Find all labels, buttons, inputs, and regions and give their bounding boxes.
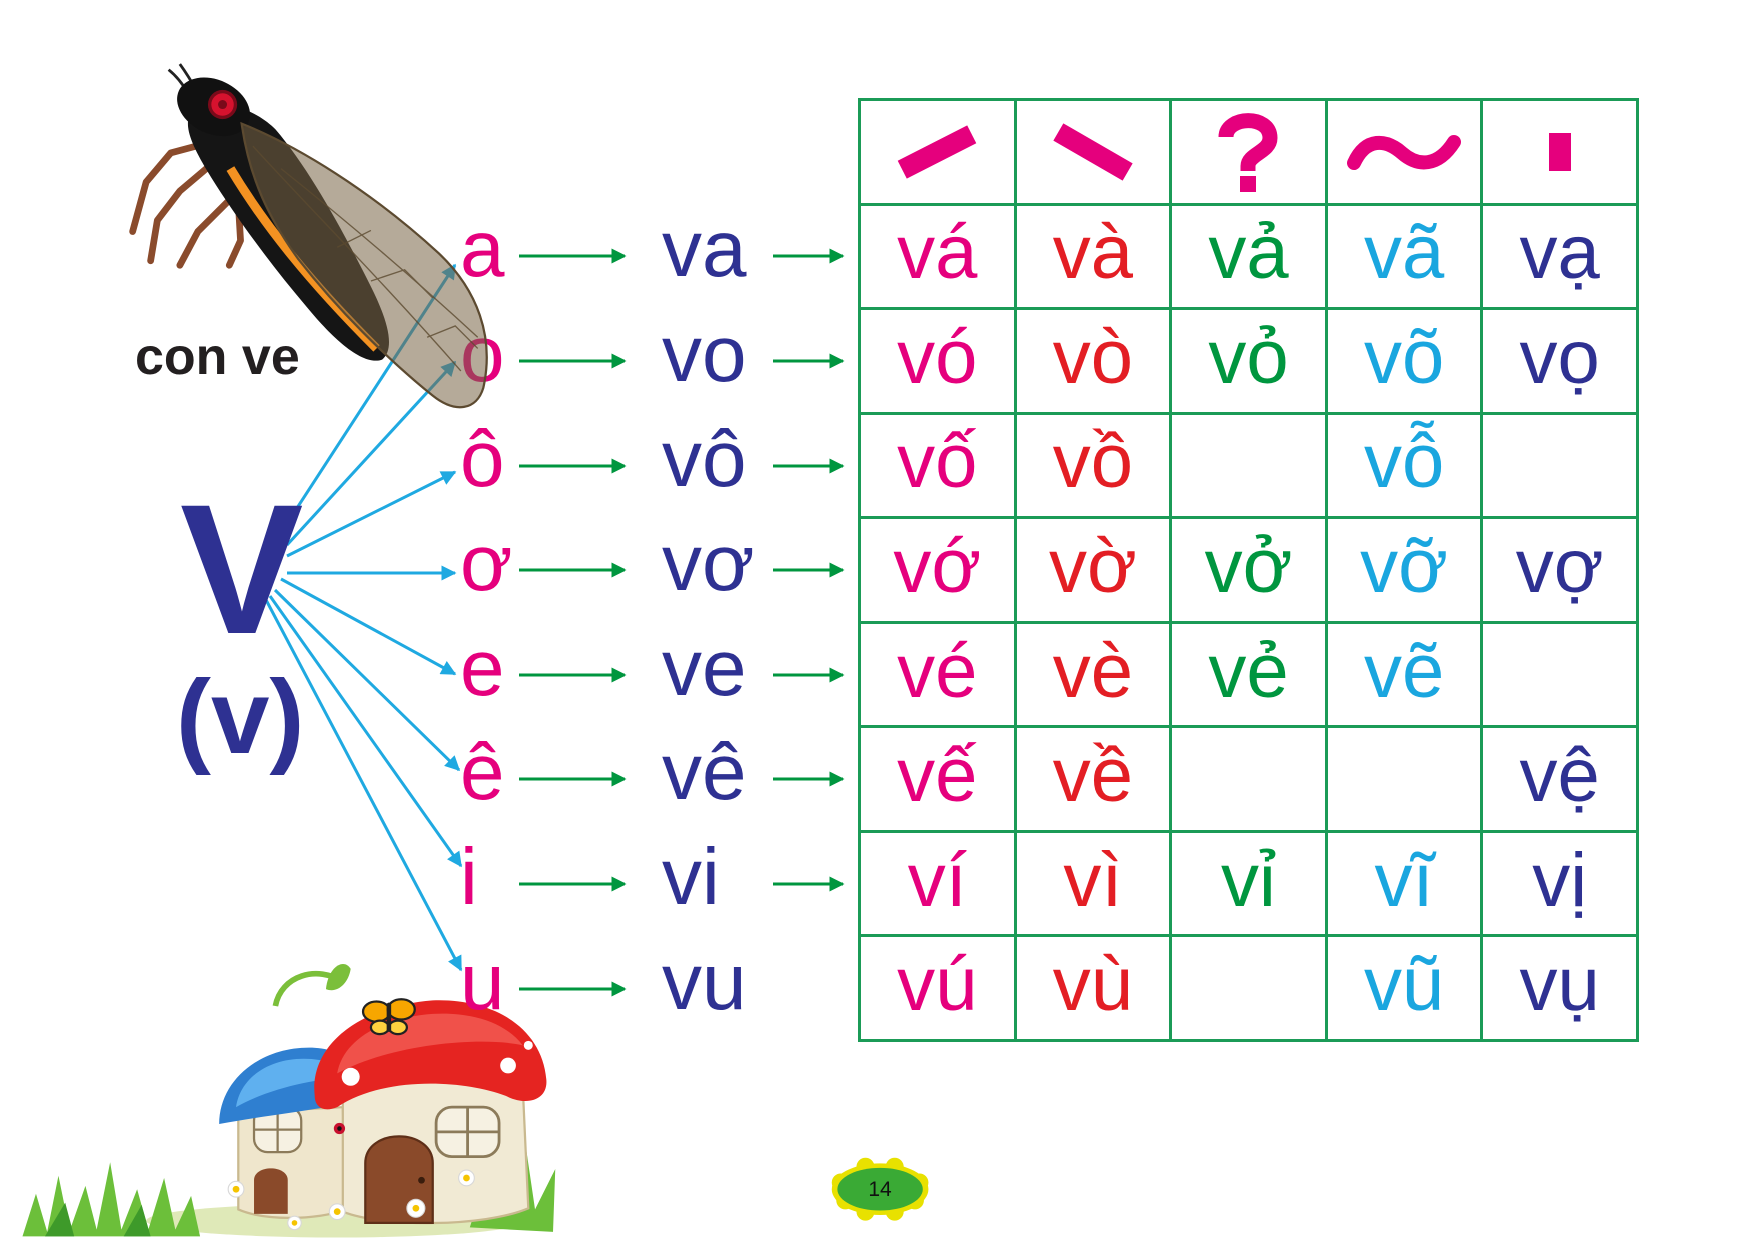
- vowel-letter: i: [460, 832, 478, 921]
- tone-cell: vỡ: [1327, 519, 1481, 621]
- vowel-letter: e: [460, 623, 505, 712]
- blue-arrow-a: [282, 263, 457, 529]
- tone-cell: vồ: [1016, 414, 1170, 517]
- syllable: vơ: [662, 518, 755, 607]
- tone-header-cell: [1172, 101, 1325, 203]
- tone-cell: vớ: [861, 519, 1014, 621]
- syllable: vô: [662, 414, 747, 503]
- tone-cell: vả: [1172, 205, 1325, 308]
- page-number: 14: [868, 1177, 892, 1201]
- tone-cell: ví: [861, 832, 1014, 935]
- tone-header-cell: [1016, 101, 1170, 203]
- tone-cell: vì: [1016, 832, 1170, 935]
- tone-cell: vĩ: [1327, 832, 1481, 935]
- tone-cell: vẽ: [1327, 623, 1481, 726]
- tone-cell: [1483, 623, 1636, 726]
- tone-header-cell: [1327, 101, 1481, 203]
- syllable: ve: [662, 623, 747, 712]
- tone-cell: vé: [861, 623, 1014, 726]
- syllable: vu: [662, 937, 747, 1026]
- tone-cell: vỏ: [1172, 310, 1325, 412]
- tone-header-cell: [861, 101, 1014, 203]
- tone-cell: võ: [1327, 310, 1481, 412]
- tone-table: vá và vả vã vạ vó vò vỏ võ vọ vố vồ vỗ v…: [858, 98, 1639, 1042]
- tone-cell: vú: [861, 937, 1014, 1039]
- tone-cell: vờ: [1016, 519, 1170, 621]
- tone-cell: vá: [861, 205, 1014, 308]
- vowel-letter: o: [460, 309, 505, 398]
- tone-cell: [1172, 728, 1325, 830]
- tone-cell: vở: [1172, 519, 1325, 621]
- tone-huyen-icon: [1053, 123, 1133, 181]
- tone-cell: vợ: [1483, 519, 1636, 621]
- tone-cell: vỗ: [1327, 414, 1481, 517]
- consonant-uppercase: V: [180, 467, 304, 673]
- tone-cell: về: [1016, 728, 1170, 830]
- vowel-letter: ê: [460, 727, 505, 816]
- tone-cell: [1327, 728, 1481, 830]
- tone-cell: vũ: [1327, 937, 1481, 1039]
- vowel-letter: ơ: [460, 518, 513, 607]
- vowel-letter: ô: [460, 414, 505, 503]
- blue-arrow-o: [285, 360, 457, 547]
- tone-sac-icon: [898, 125, 977, 179]
- vowel-letter: a: [460, 204, 505, 293]
- tone-cell: vố: [861, 414, 1014, 517]
- syllable: va: [662, 204, 747, 293]
- butterfly-icon: [361, 998, 416, 1036]
- tone-cell: [1172, 937, 1325, 1039]
- vowel-letter: u: [460, 937, 505, 1026]
- blue-arrow-e: [280, 577, 457, 676]
- blue-arrow-o-circumflex: [286, 470, 457, 558]
- syllable: vê: [662, 727, 747, 816]
- tone-hoi-icon: [1218, 112, 1278, 192]
- tone-cell: vẻ: [1172, 623, 1325, 726]
- tone-cell: vạ: [1483, 205, 1636, 308]
- tone-cell: vỉ: [1172, 832, 1325, 935]
- tone-cell: vã: [1327, 205, 1481, 308]
- tone-cell: vị: [1483, 832, 1636, 935]
- tone-cell: vó: [861, 310, 1014, 412]
- tone-cell: vế: [861, 728, 1014, 830]
- picture-caption: con ve: [135, 328, 300, 386]
- syllable: vi: [662, 832, 720, 921]
- tone-cell: và: [1016, 205, 1170, 308]
- tone-cell: vọ: [1483, 310, 1636, 412]
- tone-cell: [1172, 414, 1325, 517]
- consonant-lowercase: (v): [176, 659, 305, 776]
- syllable: vo: [662, 309, 747, 398]
- tone-nang-icon: [1548, 132, 1571, 171]
- tone-cell: vụ: [1483, 937, 1636, 1039]
- tone-cell: vè: [1016, 623, 1170, 726]
- tone-cell: vù: [1016, 937, 1170, 1039]
- tone-nga-icon: [1347, 134, 1462, 170]
- tone-header-cell: [1483, 101, 1636, 203]
- tone-cell: [1483, 414, 1636, 517]
- tone-cell: vò: [1016, 310, 1170, 412]
- tone-cell: vệ: [1483, 728, 1636, 830]
